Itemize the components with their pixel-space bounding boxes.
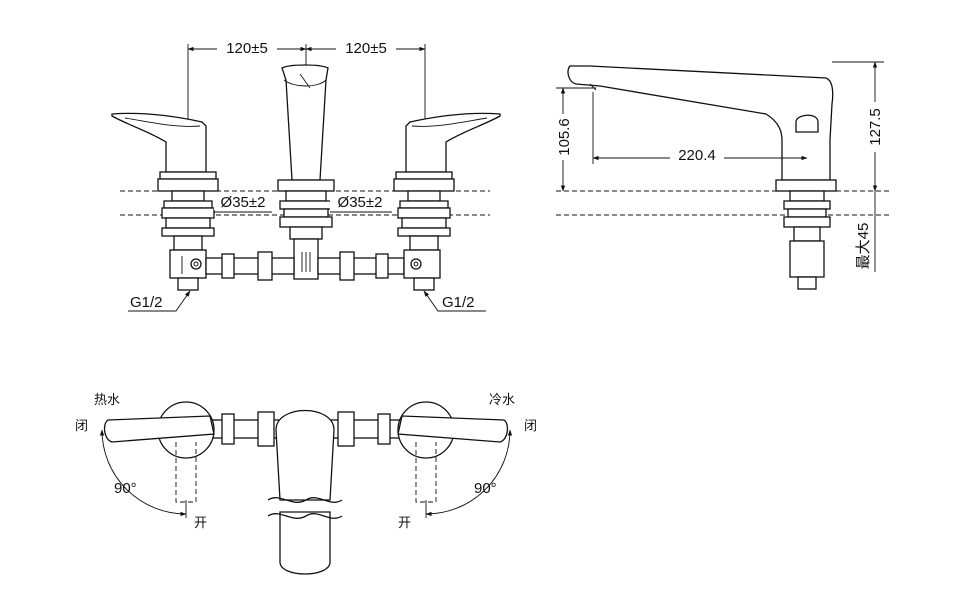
thread-left-label: G1/2 bbox=[130, 294, 163, 311]
side-view: 105.6 220.4 127.5 最大45 bbox=[553, 61, 890, 290]
cold-valve-body bbox=[397, 190, 451, 291]
dim-left-spacing: 120±5 bbox=[226, 40, 268, 57]
closed-right-label: 闭 bbox=[524, 418, 537, 433]
hot-handle-top bbox=[99, 401, 215, 518]
dim-spout-reach: 220.4 bbox=[678, 147, 716, 164]
open-right-label: 开 bbox=[398, 515, 411, 530]
cold-handle-top bbox=[397, 401, 513, 518]
angle-left-label: 90° bbox=[114, 480, 137, 497]
spout-top bbox=[267, 410, 343, 575]
spout-side bbox=[567, 65, 837, 192]
dim-max-thickness: 最大45 bbox=[855, 223, 872, 270]
hot-valve-body bbox=[161, 190, 215, 291]
dim-spout-height: 105.6 bbox=[556, 118, 573, 156]
front-view: 120±5 120±5 bbox=[111, 38, 501, 312]
open-left-label: 开 bbox=[194, 515, 207, 530]
closed-left-label: 闭 bbox=[75, 418, 88, 433]
dim-hole-left: Ø35±2 bbox=[221, 194, 266, 211]
cold-water-label: 冷水 bbox=[489, 392, 515, 407]
dim-right-spacing: 120±5 bbox=[345, 40, 387, 57]
cold-handle-front bbox=[393, 112, 501, 192]
top-view: 热水 冷水 闭 闭 开 开 90° 90° bbox=[75, 392, 537, 575]
thread-right-label: G1/2 bbox=[442, 294, 475, 311]
thread-leader-left bbox=[128, 290, 191, 312]
angle-right-label: 90° bbox=[474, 480, 497, 497]
spout-front bbox=[277, 64, 335, 280]
hot-water-label: 热水 bbox=[94, 392, 120, 407]
thread-leader-right bbox=[423, 290, 486, 312]
dim-hole-right: Ø35±2 bbox=[338, 194, 383, 211]
hot-handle-front bbox=[111, 112, 219, 192]
side-valve-body bbox=[783, 190, 831, 290]
dim-total-height: 127.5 bbox=[867, 108, 884, 146]
